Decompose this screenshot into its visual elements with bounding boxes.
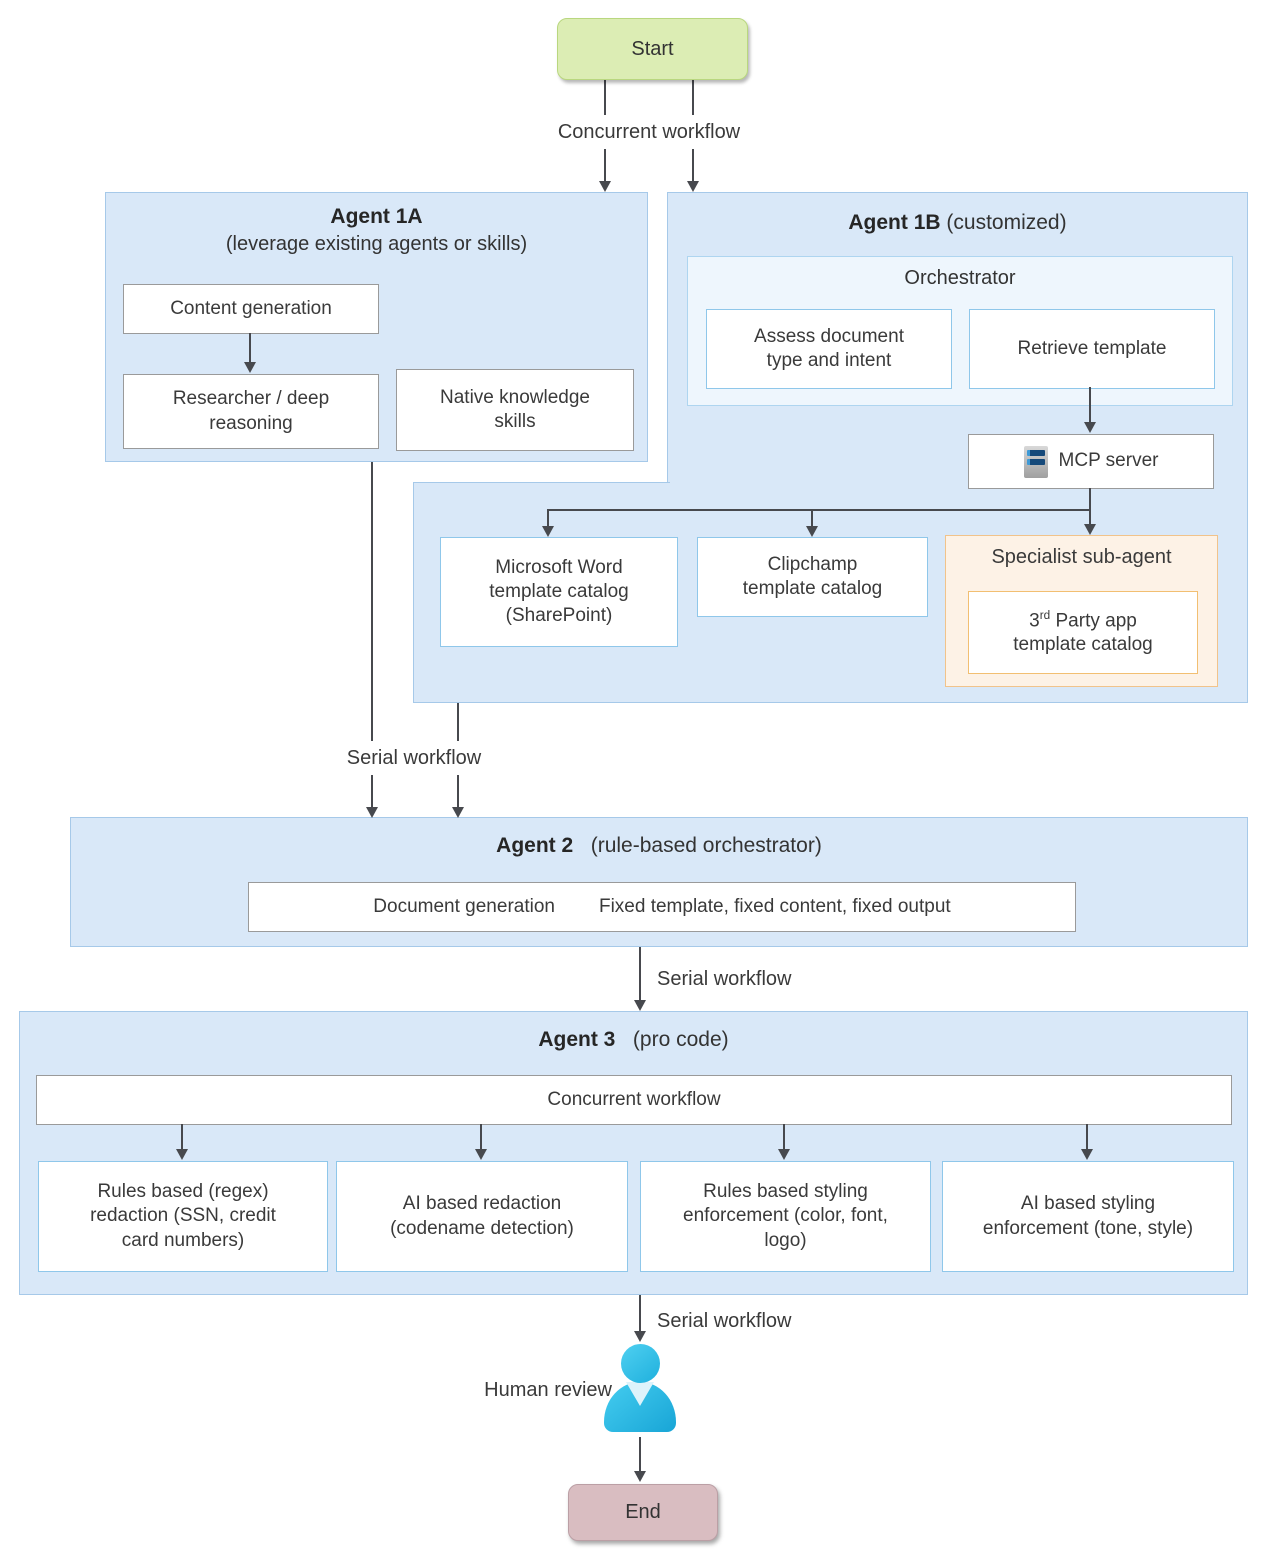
document-generation-box: Document generation Fixed template, fixe… xyxy=(248,882,1076,932)
person-icon-neck xyxy=(626,1382,654,1406)
end-node: End xyxy=(568,1484,718,1541)
concurrent-workflow-bar: Concurrent workflow xyxy=(36,1075,1232,1125)
connector-line xyxy=(181,1124,183,1150)
third-party-catalog-label: 3rd Party app template catalog xyxy=(1008,608,1158,658)
edge-label-concurrent-workflow: Concurrent workflow xyxy=(534,115,764,149)
arrowhead xyxy=(634,1000,646,1011)
agent-1a-panel: Agent 1A (leverage existing agents or sk… xyxy=(105,192,648,462)
specialist-sub-agent-box: Specialist sub-agent 3rd Party app templ… xyxy=(945,535,1218,687)
retrieve-template-box: Retrieve template xyxy=(969,309,1215,389)
orchestrator-title: Orchestrator xyxy=(904,267,1016,289)
agent-3-panel: Agent 3 (pro code) Concurrent workflow R… xyxy=(19,1011,1248,1295)
connector-line xyxy=(371,462,373,812)
word-template-catalog-label: Microsoft Word template catalog (SharePo… xyxy=(489,556,629,627)
connector-line xyxy=(811,509,813,526)
ai-redaction-label: AI based redaction (codename detection) xyxy=(390,1193,574,1239)
edge-label-serial-workflow-3: Serial workflow xyxy=(657,1310,792,1332)
connector-line xyxy=(639,1295,641,1336)
agent-1a-title: Agent 1A xyxy=(106,205,647,229)
orchestrator-panel: Orchestrator Assess document type and in… xyxy=(687,256,1233,406)
retrieve-template-label: Retrieve template xyxy=(1017,337,1167,359)
connector-line xyxy=(547,509,549,526)
document-generation-label: Document generation xyxy=(373,895,555,917)
arrowhead xyxy=(687,181,699,192)
arrowhead xyxy=(1081,1149,1093,1160)
clipchamp-catalog-box: Clipchamp template catalog xyxy=(697,537,928,617)
specialist-sub-agent-title: Specialist sub-agent xyxy=(991,546,1172,568)
ai-styling-box: AI based styling enforcement (tone, styl… xyxy=(942,1161,1234,1272)
clipchamp-catalog-label: Clipchamp template catalog xyxy=(742,553,883,599)
arrowhead xyxy=(452,807,464,818)
rules-styling-box: Rules based styling enforcement (color, … xyxy=(640,1161,931,1272)
agent-3-title-suffix: (pro code) xyxy=(632,1028,729,1051)
third-party-number: 3 xyxy=(1029,609,1040,631)
third-party-rest: Party app template catalog xyxy=(1013,609,1153,656)
connector-line xyxy=(1089,509,1091,524)
arrowhead xyxy=(1084,422,1096,433)
mcp-server-label: MCP server xyxy=(1058,450,1159,472)
third-party-catalog-box: 3rd Party app template catalog xyxy=(968,591,1198,674)
agent-2-title-text: Agent 2 xyxy=(496,834,574,857)
fixed-output-label: Fixed template, fixed content, fixed out… xyxy=(598,895,951,917)
agent-1b-title-suffix: (customized) xyxy=(946,211,1067,234)
person-icon-head xyxy=(621,1344,660,1383)
researcher-label: Researcher / deep reasoning xyxy=(172,388,330,434)
agent-2-title-suffix: (rule-based orchestrator) xyxy=(590,834,822,857)
researcher-box: Researcher / deep reasoning xyxy=(123,374,379,449)
word-template-catalog-box: Microsoft Word template catalog (SharePo… xyxy=(440,537,678,647)
edge-label-serial-workflow-1: Serial workflow xyxy=(329,741,499,775)
content-generation-label: Content generation xyxy=(170,297,332,319)
connector-line xyxy=(639,1437,641,1475)
connector-line xyxy=(547,509,1091,511)
agent-1b-title-text: Agent 1B xyxy=(848,211,941,234)
assess-document-label: Assess document type and intent xyxy=(754,325,904,371)
arrowhead xyxy=(244,362,256,373)
connector-line xyxy=(639,947,641,1004)
agent-2-title: Agent 2 (rule-based orchestrator) xyxy=(71,834,1247,858)
content-generation-box: Content generation xyxy=(123,284,379,334)
server-icon xyxy=(1023,445,1048,478)
concurrent-workflow-label: Concurrent workflow xyxy=(547,1088,721,1110)
human-review-label: Human review xyxy=(484,1379,612,1401)
rules-styling-label: Rules based styling enforcement (color, … xyxy=(683,1181,888,1251)
agent-3-title: Agent 3 (pro code) xyxy=(20,1028,1247,1052)
arrowhead xyxy=(1084,524,1096,535)
connector-line xyxy=(1086,1124,1088,1150)
arrowhead xyxy=(599,181,611,192)
connector-line xyxy=(783,1124,785,1150)
agent-3-title-text: Agent 3 xyxy=(538,1028,616,1051)
connector-line xyxy=(1089,387,1091,422)
ai-styling-label: AI based styling enforcement (tone, styl… xyxy=(982,1193,1194,1239)
connector-line xyxy=(1089,488,1091,511)
arrowhead xyxy=(176,1149,188,1160)
person-icon xyxy=(602,1344,678,1434)
native-knowledge-skills-box: Native knowledge skills xyxy=(396,369,634,451)
arrowhead xyxy=(778,1149,790,1160)
mcp-server-box: MCP server xyxy=(968,434,1214,489)
regex-redaction-box: Rules based (regex) redaction (SSN, cred… xyxy=(38,1161,328,1272)
regex-redaction-label: Rules based (regex) redaction (SSN, cred… xyxy=(90,1181,276,1251)
connector-line xyxy=(480,1124,482,1150)
agent-2-panel: Agent 2 (rule-based orchestrator) Docume… xyxy=(70,817,1248,947)
agent-1b-title: Agent 1B (customized) xyxy=(668,211,1247,235)
connector-line xyxy=(249,333,251,363)
ai-redaction-box: AI based redaction (codename detection) xyxy=(336,1161,628,1272)
agent-1a-title-text: Agent 1A xyxy=(330,205,423,228)
arrowhead xyxy=(806,526,818,537)
edge-label-serial-workflow-2: Serial workflow xyxy=(657,968,792,990)
arrowhead xyxy=(634,1331,646,1342)
arrowhead xyxy=(366,807,378,818)
arrowhead xyxy=(542,526,554,537)
assess-document-box: Assess document type and intent xyxy=(706,309,952,389)
arrowhead xyxy=(475,1149,487,1160)
agent-1a-subtitle: (leverage existing agents or skills) xyxy=(225,233,528,255)
native-knowledge-skills-label: Native knowledge skills xyxy=(440,386,590,432)
arrowhead xyxy=(634,1471,646,1482)
start-node: Start xyxy=(557,18,748,80)
third-party-ordinal: rd xyxy=(1039,608,1051,622)
